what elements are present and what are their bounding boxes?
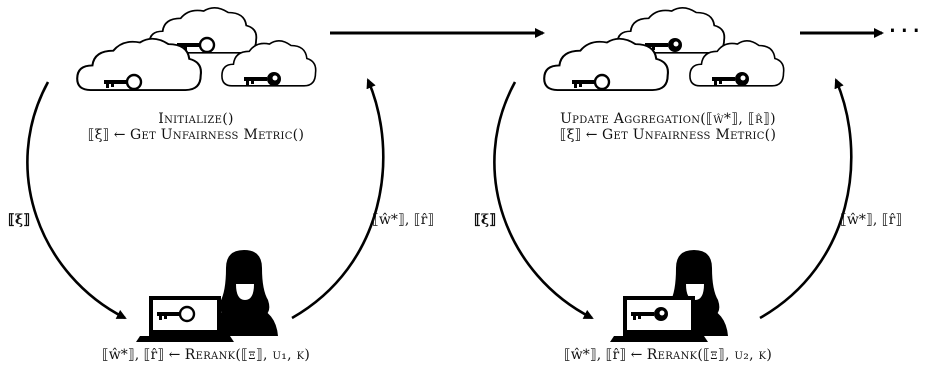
laptop-icon xyxy=(136,296,234,342)
initialize-label: Initialize() xyxy=(158,111,234,127)
send-xi-arrow-1 xyxy=(26,81,127,320)
rerank-result-2: ⟦ŵ*⟧, ⟦r̂⟧ ← xyxy=(563,347,643,363)
xi-send-label-1: ⟦ξ⟧ xyxy=(8,212,31,228)
cloud-icon xyxy=(76,37,202,92)
server-cloud-cluster-2 xyxy=(543,6,785,92)
user-laptop-1 xyxy=(136,250,278,342)
xi-send-label-2: ⟦ξ⟧ xyxy=(474,212,497,228)
weights-return-label-1: ⟦ŵ*⟧, ⟦r̂⟧ xyxy=(372,212,435,228)
xi-assign: ⟦ξ⟧ ← xyxy=(559,127,598,143)
rerank-line-1: ⟦ŵ*⟧, ⟦r̂⟧ ← Rerank(⟦ξ⟧, u₁, k) xyxy=(102,347,310,363)
continuation-dots: ··· xyxy=(888,14,924,47)
get-unfairness-label: Get Unfairness Metric() xyxy=(602,127,777,143)
weights-return-label-2: ⟦ŵ*⟧, ⟦r̂⟧ xyxy=(840,212,903,228)
return-weights-arrow-1 xyxy=(291,78,385,320)
user-icon xyxy=(210,250,278,336)
get-unfairness-label: Get Unfairness Metric() xyxy=(130,127,305,143)
rerank-call-2: Rerank(⟦ξ⟧, u₂, k) xyxy=(646,347,773,363)
cloud-icon xyxy=(543,37,669,92)
user-laptop-2 xyxy=(610,250,728,342)
rerank-result-1: ⟦ŵ*⟧, ⟦r̂⟧ ← xyxy=(101,347,181,363)
rerank-call-1: Rerank(⟦ξ⟧, u₁, k) xyxy=(184,347,311,363)
rerank-line-2: ⟦ŵ*⟧, ⟦r̂⟧ ← Rerank(⟦ξ⟧, u₂, k) xyxy=(564,347,772,363)
return-weights-arrow-2 xyxy=(759,78,853,320)
unfairness-metric-line-1: ⟦ξ⟧ ← Get Unfairness Metric() xyxy=(88,127,304,143)
xi-assign: ⟦ξ⟧ ← xyxy=(87,127,126,143)
update-aggregation-label: Update Aggregation(⟦ŵ*⟧, ⟦r̂⟧) xyxy=(560,111,776,127)
unfairness-metric-line-2: ⟦ξ⟧ ← Get Unfairness Metric() xyxy=(560,127,776,143)
server-cloud-cluster-1 xyxy=(76,6,317,92)
send-xi-arrow-2 xyxy=(493,81,594,320)
